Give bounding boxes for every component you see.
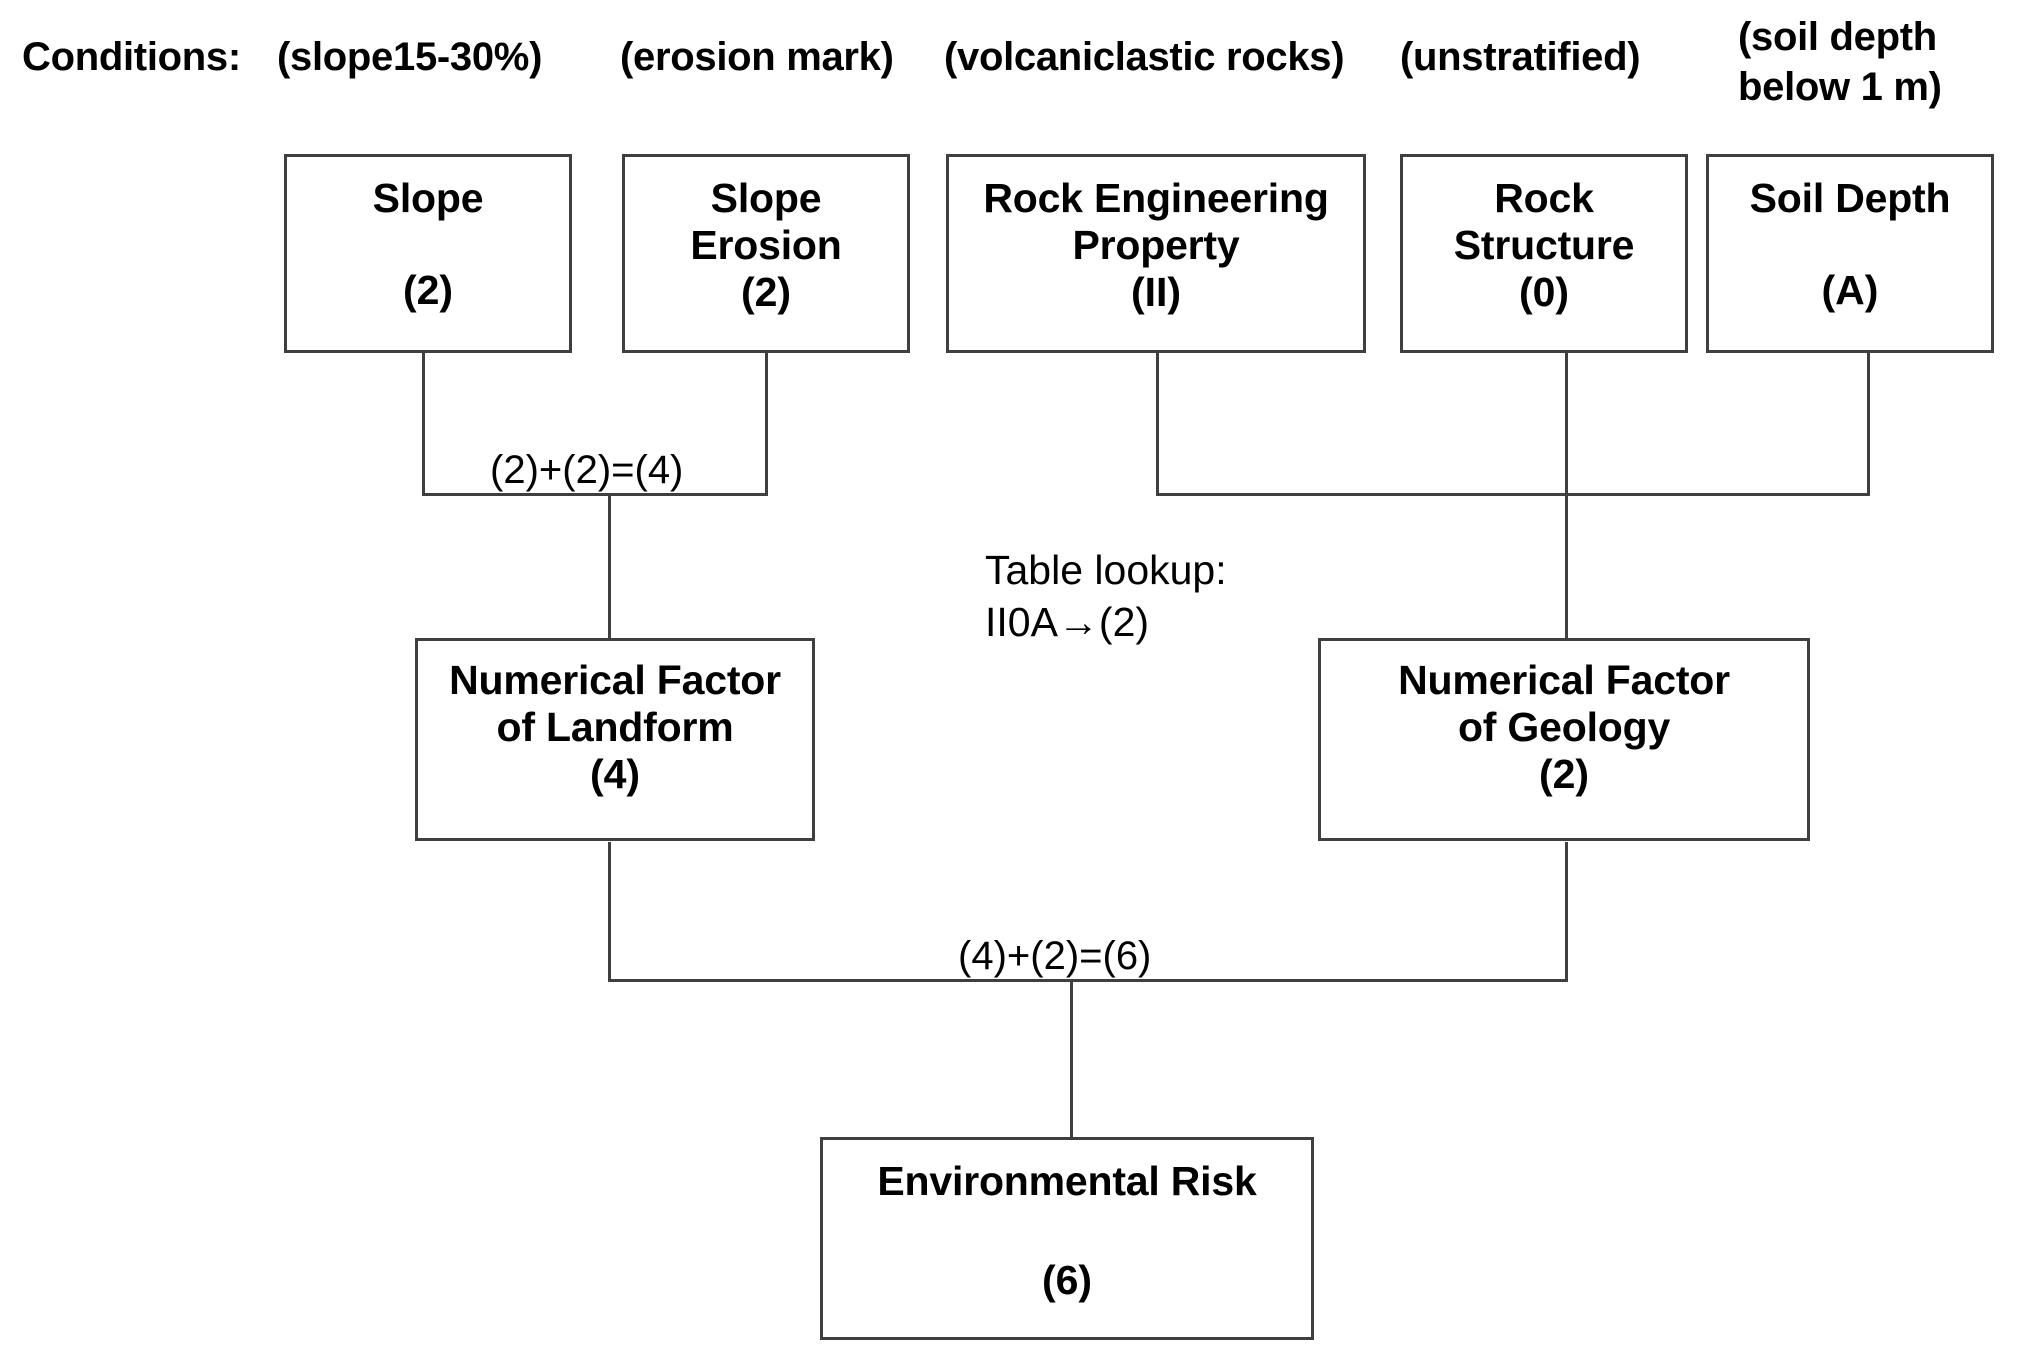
edge-risk-drop xyxy=(1070,979,1073,1138)
condition-soil-depth: (soil depth below 1 m) xyxy=(1738,15,1942,109)
node-environmental-risk[interactable]: Environmental Risk (6) xyxy=(820,1137,1314,1340)
node-slope-erosion-value: (2) xyxy=(740,269,792,315)
condition-volcaniclastic-rocks: (volcaniclastic rocks) xyxy=(944,35,1345,79)
node-slope-value: (2) xyxy=(402,267,454,313)
edge-geology-out xyxy=(1565,842,1568,982)
node-numerical-factor-geology-title: Numerical Factor of Geology xyxy=(1398,657,1730,750)
edge-rock-structure-down xyxy=(1565,352,1568,639)
edge-landform-out xyxy=(608,842,611,982)
edge-risk-join-bar xyxy=(608,979,1568,982)
condition-erosion-mark: (erosion mark) xyxy=(620,35,894,79)
node-slope[interactable]: Slope (2) xyxy=(284,154,572,353)
node-rock-structure-title: Rock Structure xyxy=(1453,175,1635,268)
node-rock-engineering-property[interactable]: Rock Engineering Property (II) xyxy=(946,154,1366,353)
node-slope-erosion-title: Slope Erosion xyxy=(690,175,842,268)
node-rock-structure[interactable]: Rock Structure (0) xyxy=(1400,154,1688,353)
node-rock-engineering-property-title: Rock Engineering Property xyxy=(983,175,1329,268)
node-numerical-factor-landform[interactable]: Numerical Factor of Landform (4) xyxy=(415,638,815,841)
condition-unstratified: (unstratified) xyxy=(1400,35,1641,79)
edge-slope-down xyxy=(422,352,425,496)
node-soil-depth[interactable]: Soil Depth (A) xyxy=(1706,154,1994,353)
annotation-landform-sum: (2)+(2)=(4) xyxy=(482,447,692,493)
condition-slope: (slope15-30%) xyxy=(277,35,543,79)
node-numerical-factor-landform-title: Numerical Factor of Landform xyxy=(449,657,781,750)
node-environmental-risk-title: Environmental Risk xyxy=(877,1158,1257,1204)
node-numerical-factor-geology-value: (2) xyxy=(1538,751,1590,797)
node-soil-depth-title: Soil Depth xyxy=(1749,175,1951,221)
node-slope-erosion[interactable]: Slope Erosion (2) xyxy=(622,154,910,353)
edge-rock-property-down xyxy=(1156,352,1159,496)
annotation-table-lookup: Table lookup: II0A→(2) xyxy=(985,547,1227,645)
node-environmental-risk-value: (6) xyxy=(1041,1257,1093,1303)
edge-landform-join-bar xyxy=(422,493,768,496)
node-rock-engineering-property-value: (II) xyxy=(1130,269,1182,315)
node-slope-title: Slope xyxy=(372,175,484,221)
annotation-risk-sum: (4)+(2)=(6) xyxy=(950,933,1160,979)
node-numerical-factor-landform-value: (4) xyxy=(589,751,641,797)
conditions-label: Conditions: xyxy=(22,35,241,79)
node-soil-depth-value: (A) xyxy=(1821,267,1879,313)
edge-soil-depth-down xyxy=(1867,352,1870,496)
node-rock-structure-value: (0) xyxy=(1518,269,1570,315)
edge-landform-drop xyxy=(608,493,611,639)
edge-geology-join-bar xyxy=(1156,493,1870,496)
edge-slope-erosion-down xyxy=(765,352,768,496)
node-numerical-factor-geology[interactable]: Numerical Factor of Geology (2) xyxy=(1318,638,1810,841)
